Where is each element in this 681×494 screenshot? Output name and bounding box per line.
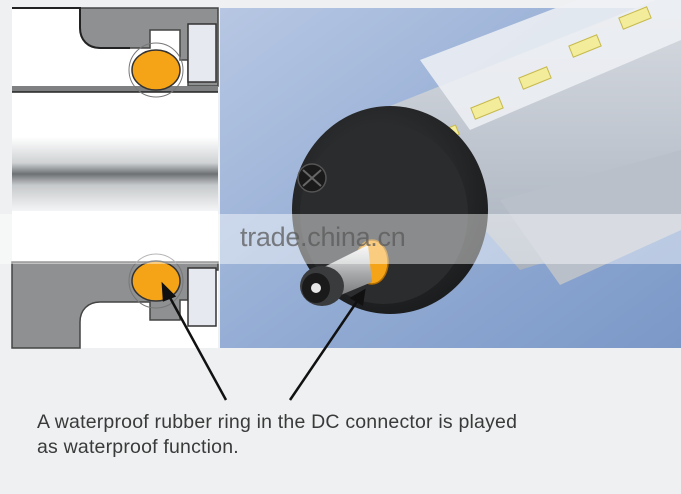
watermark-text: trade.china.cn xyxy=(240,222,405,253)
cross-section-diagram xyxy=(12,8,218,348)
seal-ring-top xyxy=(132,50,180,90)
caption-line-2: as waterproof function. xyxy=(37,435,657,460)
caption: A waterproof rubber ring in the DC conne… xyxy=(37,410,657,460)
shaft xyxy=(12,137,218,211)
product-render xyxy=(220,0,681,348)
caption-line-1: A waterproof rubber ring in the DC conne… xyxy=(37,410,657,435)
